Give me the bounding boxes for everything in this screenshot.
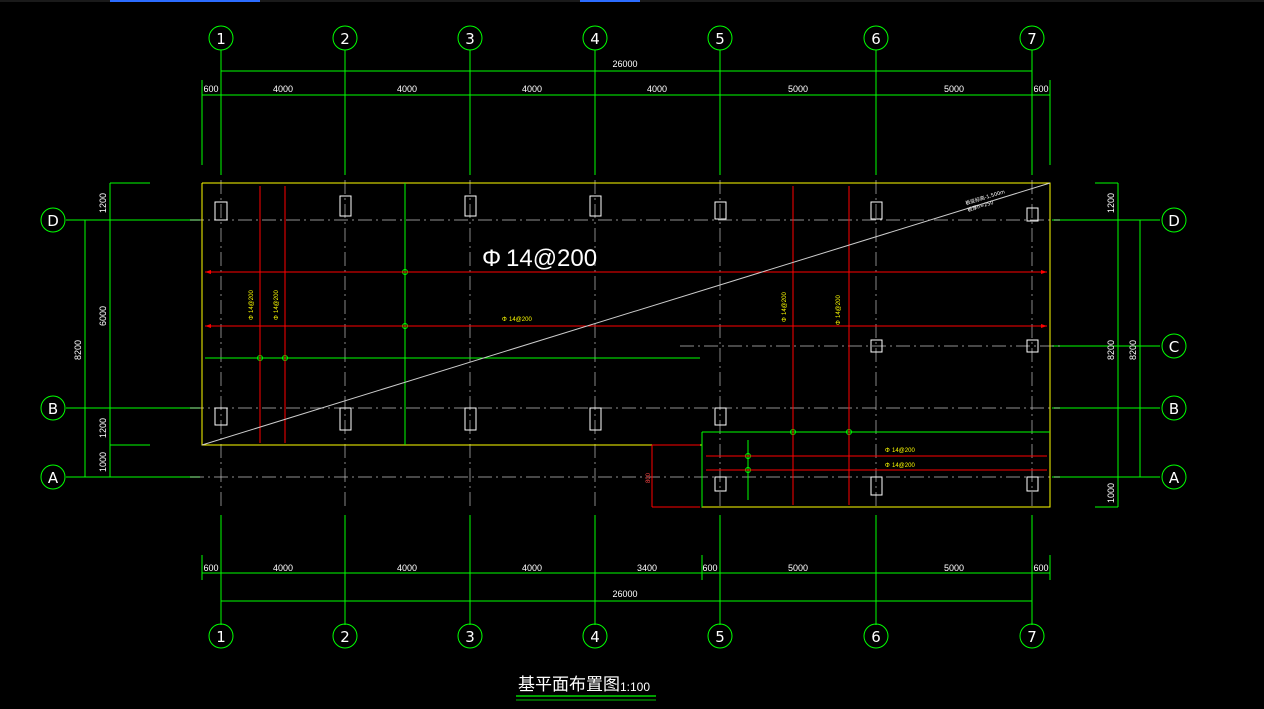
axis-label-top-1: 1 [216,30,226,48]
rebar-label-v3-symbol: Φ [782,317,788,322]
rebar-label-h2-symbol: Φ [885,448,890,454]
dim-bottom-seg-9: 600 [1033,563,1048,573]
main-rebar-text: 14@200 [506,245,597,272]
dim-top-seg-1: 600 [203,84,218,94]
rebar-nodes [257,269,852,473]
axis-label-top-5: 5 [715,30,725,48]
dim-top-seg-8: 600 [1033,84,1048,94]
dim-bottom-seg-3: 4000 [397,563,417,573]
dim-bottom-seg-8: 5000 [944,563,964,573]
axis-label-bottom-3: 3 [465,628,475,646]
rebar-label-h3-symbol: Φ [885,463,890,469]
inner-green-frames [205,183,1050,507]
slab-outline [201,182,1051,508]
dim-right-seg-2: 1000 [1106,483,1116,503]
axis-label-right-A: A [1169,469,1180,487]
axis-label-top-6: 6 [871,30,881,48]
window-top-accent [110,0,260,2]
dim-bottom-seg-6: 600 [702,563,717,573]
drawing-title-text: 基平面布置图 [518,675,620,695]
dimension-lines [84,70,1141,602]
axis-label-bottom-1: 1 [216,628,226,646]
axis-labels: 1 2 3 4 5 6 7 1 2 3 4 5 6 7 D B A D C B … [47,30,1180,646]
rebar-label-v2: 14@200 [274,290,280,313]
center-grid-lines [190,180,1060,510]
axis-label-right-C: C [1169,338,1179,356]
diagonal-section-line [201,182,1051,446]
axis-label-bottom-5: 5 [715,628,725,646]
window-top-accent-2 [580,0,640,2]
dim-top-seg-2: 4000 [273,84,293,94]
dim-bottom-seg-5: 3400 [637,563,657,573]
axis-label-bottom-6: 6 [871,628,881,646]
diagonal-note: 板底标高-1.500m 板厚h=250 [965,188,1006,213]
dim-bottom-seg-1: 600 [203,563,218,573]
axis-label-top-2: 2 [340,30,350,48]
rebar-label-v2-symbol: Φ [274,315,280,320]
dim-left-seg-3: 1200 [98,418,108,438]
rebar-label-h2: 14@200 [892,448,915,454]
dim-left-seg-2: 6000 [98,306,108,326]
small-rebar-labels: Φ 14@200 Φ 14@200 Φ 14@200 Φ 14@200 Φ 14… [249,290,915,469]
dim-step: 800 [646,472,652,483]
rebar-label-h1: 14@200 [509,317,532,323]
axis-label-left-B: B [48,400,58,418]
dim-bottom-seg-2: 4000 [273,563,293,573]
dim-top-seg-4: 4000 [522,84,542,94]
rebar-label-v3: 14@200 [782,292,788,315]
axis-label-top-4: 4 [590,30,600,48]
vertical-axis-lines [201,50,1051,625]
axis-label-right-B: B [1169,400,1179,418]
rebar-lines [205,186,1047,508]
rebar-end-ticks [205,270,1047,328]
dimension-texts: 26000 600 4000 4000 4000 4000 5000 5000 … [73,59,1138,599]
axis-bubbles [40,25,1187,649]
axis-label-top-7: 7 [1027,30,1037,48]
axis-label-bottom-2: 2 [340,628,350,646]
dim-right-outer-total: 8200 [1128,340,1138,360]
rebar-label-v1: 14@200 [249,290,255,313]
dim-left-total: 8200 [73,340,83,360]
rebar-label-v1-symbol: Φ [249,315,255,320]
drawing-title-scale: 1:100 [620,680,650,694]
dim-top-seg-5: 4000 [647,84,667,94]
rebar-label-v4-symbol: Φ [836,320,842,325]
pile-markers [214,195,1039,496]
dim-right-seg-1: 1200 [1106,193,1116,213]
horizontal-axis-lines [66,219,1160,478]
axis-label-left-A: A [48,469,59,487]
drawing-title: 基平面布置图 1:100 [516,675,656,701]
rebar-label-h3: 14@200 [892,463,915,469]
dim-left-seg-4: 1000 [98,452,108,472]
axis-label-bottom-4: 4 [590,628,600,646]
axis-label-top-3: 3 [465,30,475,48]
dim-bottom-total: 26000 [612,589,637,599]
dim-top-seg-3: 4000 [397,84,417,94]
dim-top-total: 26000 [612,59,637,69]
axis-label-bottom-7: 7 [1027,628,1037,646]
dim-bottom-seg-4: 4000 [522,563,542,573]
main-rebar-label: Φ 14@200 [482,245,597,272]
dim-bottom-seg-7: 5000 [788,563,808,573]
axis-label-right-D: D [1168,212,1180,230]
dim-top-seg-6: 5000 [788,84,808,94]
axis-label-left-D: D [47,212,59,230]
rebar-label-v4: 14@200 [836,295,842,318]
rebar-label-h1-symbol: Φ [502,317,507,323]
main-rebar-symbol: Φ [482,245,501,272]
dim-top-seg-7: 5000 [944,84,964,94]
dim-right-inner-total: 8200 [1106,340,1116,360]
dim-left-seg-1: 1200 [98,193,108,213]
